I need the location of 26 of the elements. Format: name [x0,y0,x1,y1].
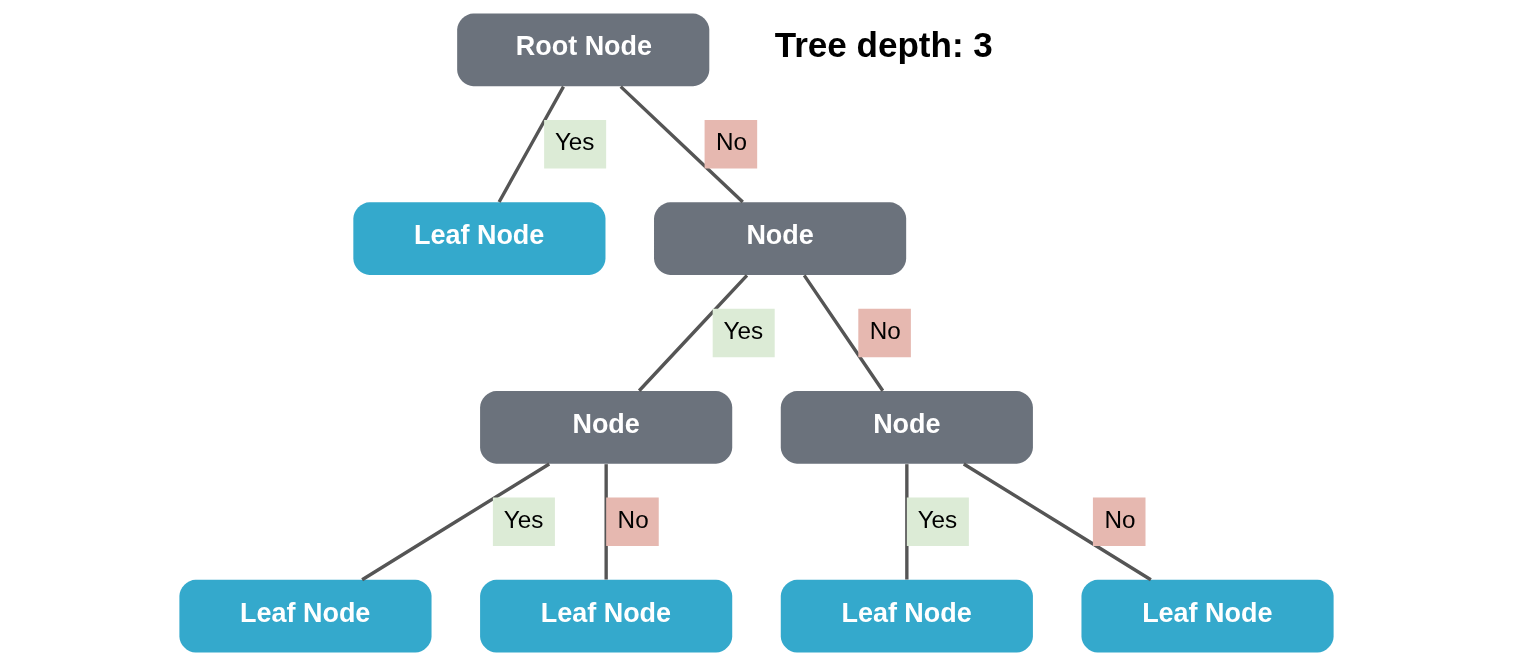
node-box: Leaf Node [179,579,432,653]
edge-label: No [1104,505,1136,533]
connector [361,462,551,582]
node-box: Node [480,391,733,464]
connector [905,464,909,580]
connector [962,462,1152,582]
edge-label: Yes [503,505,544,533]
edge-label: No [869,316,901,344]
node-box: Node [654,202,907,275]
node-box: Leaf Node [780,579,1033,653]
edge-label: No [617,505,649,533]
connector [802,274,885,392]
edge-label: Yes [723,316,764,344]
connector [604,464,608,580]
edge-label: Yes [554,128,595,156]
connector [619,85,744,204]
node-box: Leaf Node [480,579,733,653]
node-box: Leaf Node [1081,579,1334,653]
connector [637,274,749,392]
edge-label: No [716,128,748,156]
node-box: Node [780,391,1033,464]
node-box: Root Node [457,13,710,87]
connector [497,85,565,203]
label: Tree depth: 3 [774,24,993,64]
edge-label: Yes [917,505,958,533]
node-box: Leaf Node [353,202,606,275]
